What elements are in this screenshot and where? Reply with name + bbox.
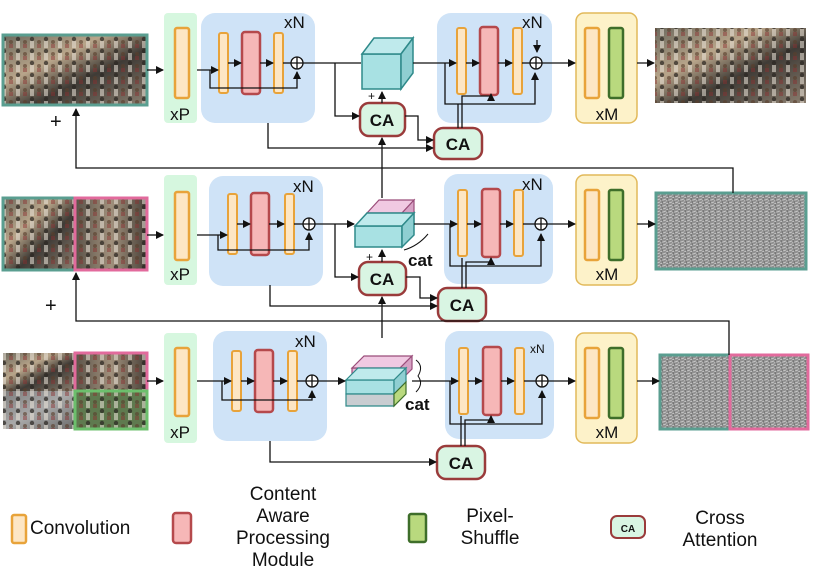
row3-conv-a	[231, 350, 242, 412]
row3-cat-label: cat	[405, 395, 430, 414]
row-2: xP xN cat xN xM CA	[1, 174, 808, 323]
row3-capm	[253, 348, 275, 414]
svg-text:CA: CA	[449, 454, 474, 473]
svg-text:CA: CA	[370, 270, 395, 289]
row3-output-residual	[658, 353, 810, 431]
row2-capm	[249, 191, 271, 257]
row1-xp-label: xP	[170, 105, 190, 124]
row1-ca-block-2: CA	[432, 126, 484, 161]
row3-concat-cube	[344, 354, 422, 408]
row1-feature-cube	[360, 35, 415, 92]
plus-sign-row2: +	[45, 295, 57, 317]
row1-ca-block-1: CA	[358, 101, 407, 138]
row3-conv-d	[514, 347, 525, 415]
plus-sign-ca2: +	[366, 250, 373, 264]
row2-conv-d	[513, 189, 524, 257]
row-3: xP xN cat xN xM	[3, 331, 810, 481]
legend-ca-icon-label: CA	[621, 524, 635, 535]
row1-conv-c	[456, 27, 467, 95]
row2-concat-cube	[353, 198, 429, 251]
row1-capm-2	[478, 25, 500, 97]
legend-capm-swatch	[171, 511, 193, 545]
legend-convolution-swatch	[10, 513, 28, 545]
row2-conv-a	[227, 193, 238, 255]
plus-sign-row1: +	[50, 111, 62, 133]
row1-xm-conv	[583, 26, 601, 100]
legend-pixel-shuffle-swatch	[407, 512, 428, 544]
row2-xp-label: xP	[170, 265, 190, 284]
legend-cross-attention-swatch	[610, 515, 646, 539]
row1-xp-conv	[173, 26, 191, 100]
connectors	[72, 40, 734, 466]
row3-capm-2	[481, 345, 503, 417]
row3-conv-c	[458, 347, 469, 415]
row3-conv-b	[287, 350, 298, 412]
row2-conv-b	[284, 193, 295, 255]
legend-capm-label: Content Aware Processing Module	[236, 484, 330, 571]
row2-xn-label-2: xN	[522, 175, 543, 194]
row3-xm-conv	[583, 346, 601, 420]
row2-ca-block-1: CA	[357, 260, 408, 297]
row2-xp-conv	[173, 190, 191, 262]
row3-xn-label-2: xN	[530, 342, 545, 356]
row1-conv-d	[512, 27, 523, 95]
legend-swatches: CA	[10, 511, 646, 545]
svg-text:CA: CA	[446, 135, 471, 154]
plus-sign-ca1: +	[368, 89, 375, 103]
row3-xp-conv	[173, 346, 191, 418]
row1-conv-b	[273, 32, 284, 94]
svg-text:CA: CA	[370, 111, 395, 130]
row2-xm-label: xM	[596, 265, 619, 284]
sum-signs	[291, 57, 548, 387]
legend-convolution-label: Convolution	[30, 518, 131, 539]
row-1: xP xN xN xM CA	[1, 12, 806, 161]
row2-input-image	[1, 196, 149, 272]
row1-xm-label: xM	[596, 105, 619, 124]
row2-cat-label: cat	[408, 251, 433, 270]
row2-xm-conv	[583, 188, 601, 262]
row2-ca-block-2: CA	[436, 286, 488, 323]
row3-input-image	[3, 351, 149, 431]
legend-pixel-shuffle-label: Pixel- Shuffle	[460, 506, 520, 549]
row2-conv-c	[457, 189, 468, 257]
svg-text:CA: CA	[450, 296, 475, 315]
row2-pixel-shuffle	[607, 188, 625, 262]
row1-xn-label-2: xN	[522, 13, 543, 32]
row2-output-residual	[654, 191, 808, 271]
row1-pixel-shuffle	[607, 26, 625, 100]
row3-xn-label: xN	[295, 332, 316, 351]
row2-capm-2	[480, 187, 502, 259]
row3-xp-label: xP	[170, 423, 190, 442]
row1-input-image	[1, 33, 149, 107]
legend-cross-attention-label: Cross Attention	[682, 508, 758, 551]
row1-output-image	[655, 28, 806, 103]
row3-xm-label: xM	[596, 423, 619, 442]
row1-xn-label: xN	[284, 13, 305, 32]
row1-conv-a	[218, 32, 229, 94]
row1-capm	[240, 30, 262, 96]
row3-ca-block: CA	[435, 444, 487, 481]
row3-pixel-shuffle	[607, 346, 625, 420]
row2-xn-label: xN	[293, 177, 314, 196]
